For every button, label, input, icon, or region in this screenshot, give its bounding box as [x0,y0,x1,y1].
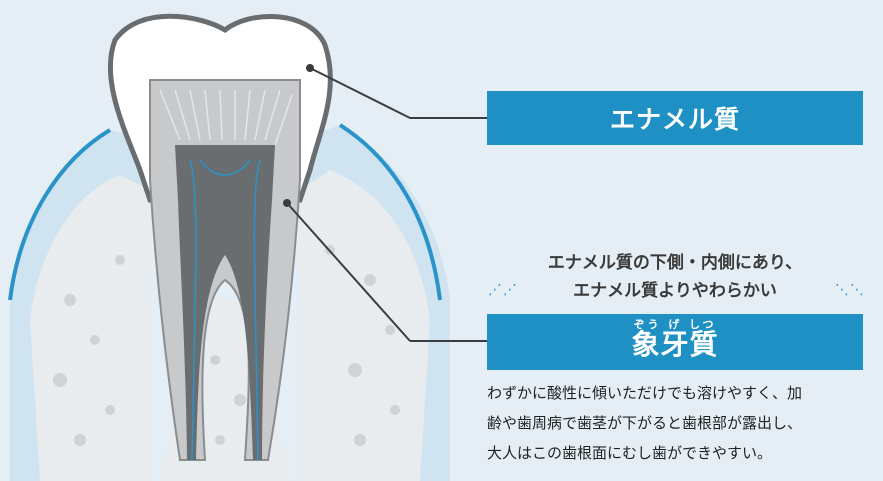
decorative-dots-right: ⋱⋱ [835,282,865,298]
dentin-description-line2: 齢や歯周病で歯茎が下がると歯根部が露出し、 [487,414,803,432]
dentin-subtitle-line2: エナメル質よりやわらかい [573,281,777,301]
dentin-description-line3: 大人はこの歯根面にむし歯ができやすい。 [487,444,773,462]
dentin-subtitle-line1: エナメル質の下側・内側にあり、 [547,253,803,273]
enamel-label: エナメル質 [609,105,740,134]
enamel-label-box: エナメル質 [487,91,863,145]
decorative-dots-left: ⋰⋰ [488,282,518,298]
dentin-description-line1: わずかに酸性に傾いただけでも溶けやすく、加 [487,384,803,402]
leader-lines [283,64,487,342]
pulp-chamber [175,145,275,461]
dentin-label-box: ぞう げ しつ 象牙質 [487,314,863,370]
dentin-label: 象牙質 [631,327,719,361]
dentin-ruby: ぞう げ しつ [633,317,717,331]
